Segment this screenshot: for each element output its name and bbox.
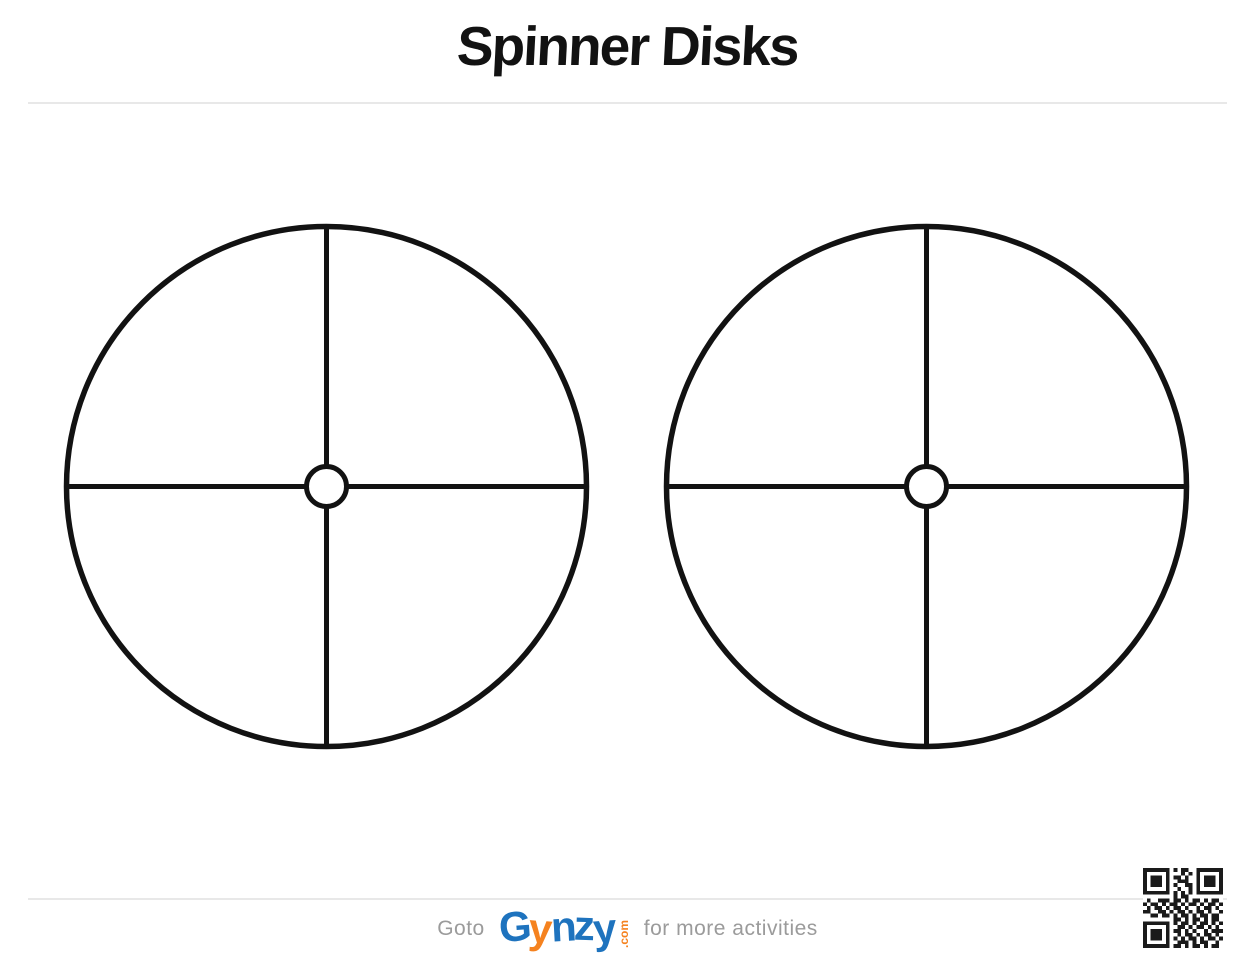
spinner-disk-right [663, 223, 1190, 750]
footer: Goto G y n z y .com for more activities [0, 901, 1255, 955]
qr-code-pattern [1143, 868, 1223, 948]
gynzy-com-suffix: .com [616, 919, 631, 948]
gynzy-letter: n [549, 902, 576, 951]
gynzy-letter: G [497, 901, 531, 952]
footer-divider [28, 898, 1227, 900]
footer-goto-label: Goto [437, 917, 485, 940]
disk-outline [63, 223, 590, 750]
gynzy-letter: y [591, 904, 617, 953]
disk-hub [904, 464, 949, 509]
gynzy-logo: G y n z y .com [497, 901, 631, 953]
spinner-disk-left [63, 223, 590, 750]
page-title: Spinner Disks [455, 15, 800, 77]
qr-code-icon [1143, 868, 1223, 948]
footer-tagline: for more activities [643, 917, 818, 940]
disk-outline [663, 223, 1190, 750]
disk-hub [304, 464, 349, 509]
header-divider [28, 102, 1227, 104]
gynzy-letter: y [527, 904, 553, 953]
